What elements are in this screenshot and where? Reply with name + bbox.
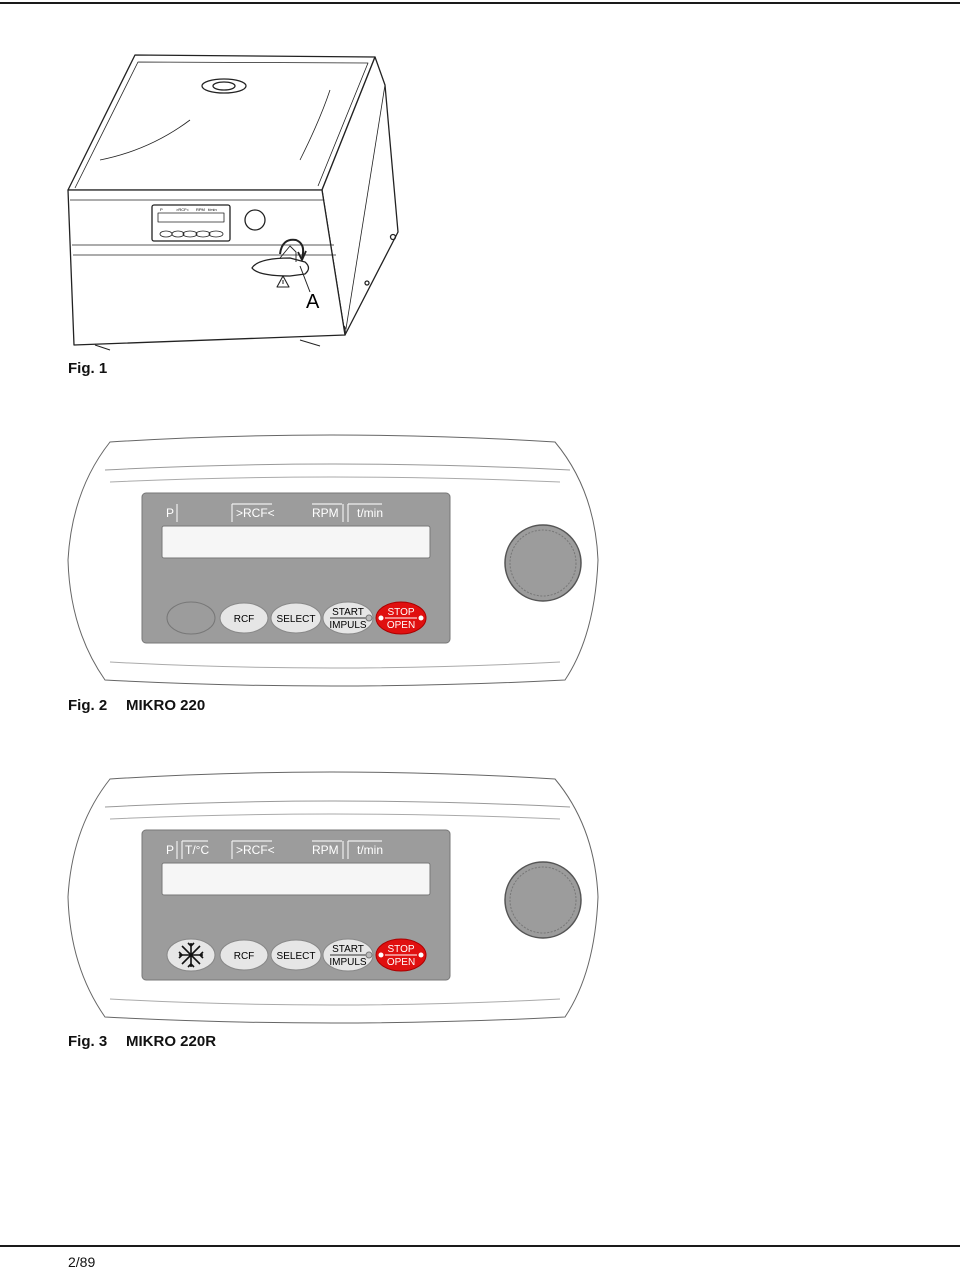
- start-button-label: START: [332, 607, 364, 618]
- rotation-arrow: [279, 238, 305, 259]
- lid-outline: [67, 54, 376, 191]
- top-rule: [0, 2, 960, 4]
- open-button-label: OPEN: [387, 620, 415, 631]
- bottom-rule: [0, 1245, 960, 1247]
- figure3-panel-drawing: P T/°C >RCF< RPM t/min RCF SELECT START …: [67, 771, 599, 1024]
- figure1-number: Fig. 1: [68, 360, 108, 377]
- digital-display: [161, 525, 431, 559]
- stop-button-label: STOP: [387, 944, 414, 955]
- select-button-label: SELECT: [277, 614, 316, 625]
- rcf-button-label: RCF: [234, 614, 255, 625]
- figure3-number: Fig. 3: [68, 1033, 108, 1050]
- select-button-label: SELECT: [277, 951, 316, 962]
- lock-handle: [251, 257, 310, 277]
- blank-button[interactable]: [166, 601, 216, 635]
- select-button[interactable]: [270, 939, 322, 971]
- panel-label-tmin: t/min: [357, 506, 383, 520]
- panel-label-tmin: t/min: [357, 843, 383, 857]
- panel-label-rpm: RPM: [312, 843, 339, 857]
- mini-display-label-rpm: RPM: [196, 207, 205, 212]
- front-outline: [67, 189, 346, 346]
- speed-knob[interactable]: [504, 524, 582, 602]
- side-outline: [321, 56, 399, 336]
- panel-label-rcf: >RCF<: [236, 506, 275, 520]
- label-a: A: [306, 291, 320, 313]
- figure2-model: MIKRO 220: [126, 697, 206, 714]
- mini-display-label-rcf: >RCF<: [176, 207, 190, 212]
- start-indicator-led: [365, 614, 373, 622]
- panel-label-rcf: >RCF<: [236, 843, 275, 857]
- warning-icon: [276, 275, 290, 288]
- speed-knob[interactable]: [504, 861, 582, 939]
- digital-display: [161, 862, 431, 896]
- rcf-button[interactable]: [219, 602, 269, 634]
- impuls-button-label: IMPULS: [329, 957, 367, 968]
- lid-knob: [201, 78, 247, 94]
- mini-display-label-p: P: [160, 207, 163, 212]
- open-button-label: OPEN: [387, 957, 415, 968]
- start-indicator-led: [365, 951, 373, 959]
- stop-button-label: STOP: [387, 607, 414, 618]
- select-button[interactable]: [270, 602, 322, 634]
- mini-display: [157, 212, 225, 223]
- figure2-number: Fig. 2: [68, 697, 108, 714]
- figure2-panel-drawing: P >RCF< RPM t/min RCF SELECT START IMPUL…: [67, 434, 599, 687]
- figure3-model: MIKRO 220R: [126, 1033, 217, 1050]
- mini-display-label-tmin: t/min: [208, 207, 217, 212]
- figure1-centrifuge-drawing: P >RCF< RPM t/min A: [67, 54, 399, 351]
- rcf-button[interactable]: [219, 939, 269, 971]
- rcf-button-label: RCF: [234, 951, 255, 962]
- start-button-label: START: [332, 944, 364, 955]
- mini-control-panel: [151, 204, 231, 242]
- snowflake-icon: [178, 942, 204, 968]
- panel-label-temp: T/°C: [185, 843, 209, 857]
- page-number: 2/89: [68, 1254, 96, 1270]
- mini-knob: [244, 209, 266, 231]
- panel-label-p: P: [166, 843, 174, 857]
- impuls-button-label: IMPULS: [329, 620, 367, 631]
- panel-label-rpm: RPM: [312, 506, 339, 520]
- panel-label-p: P: [166, 506, 174, 520]
